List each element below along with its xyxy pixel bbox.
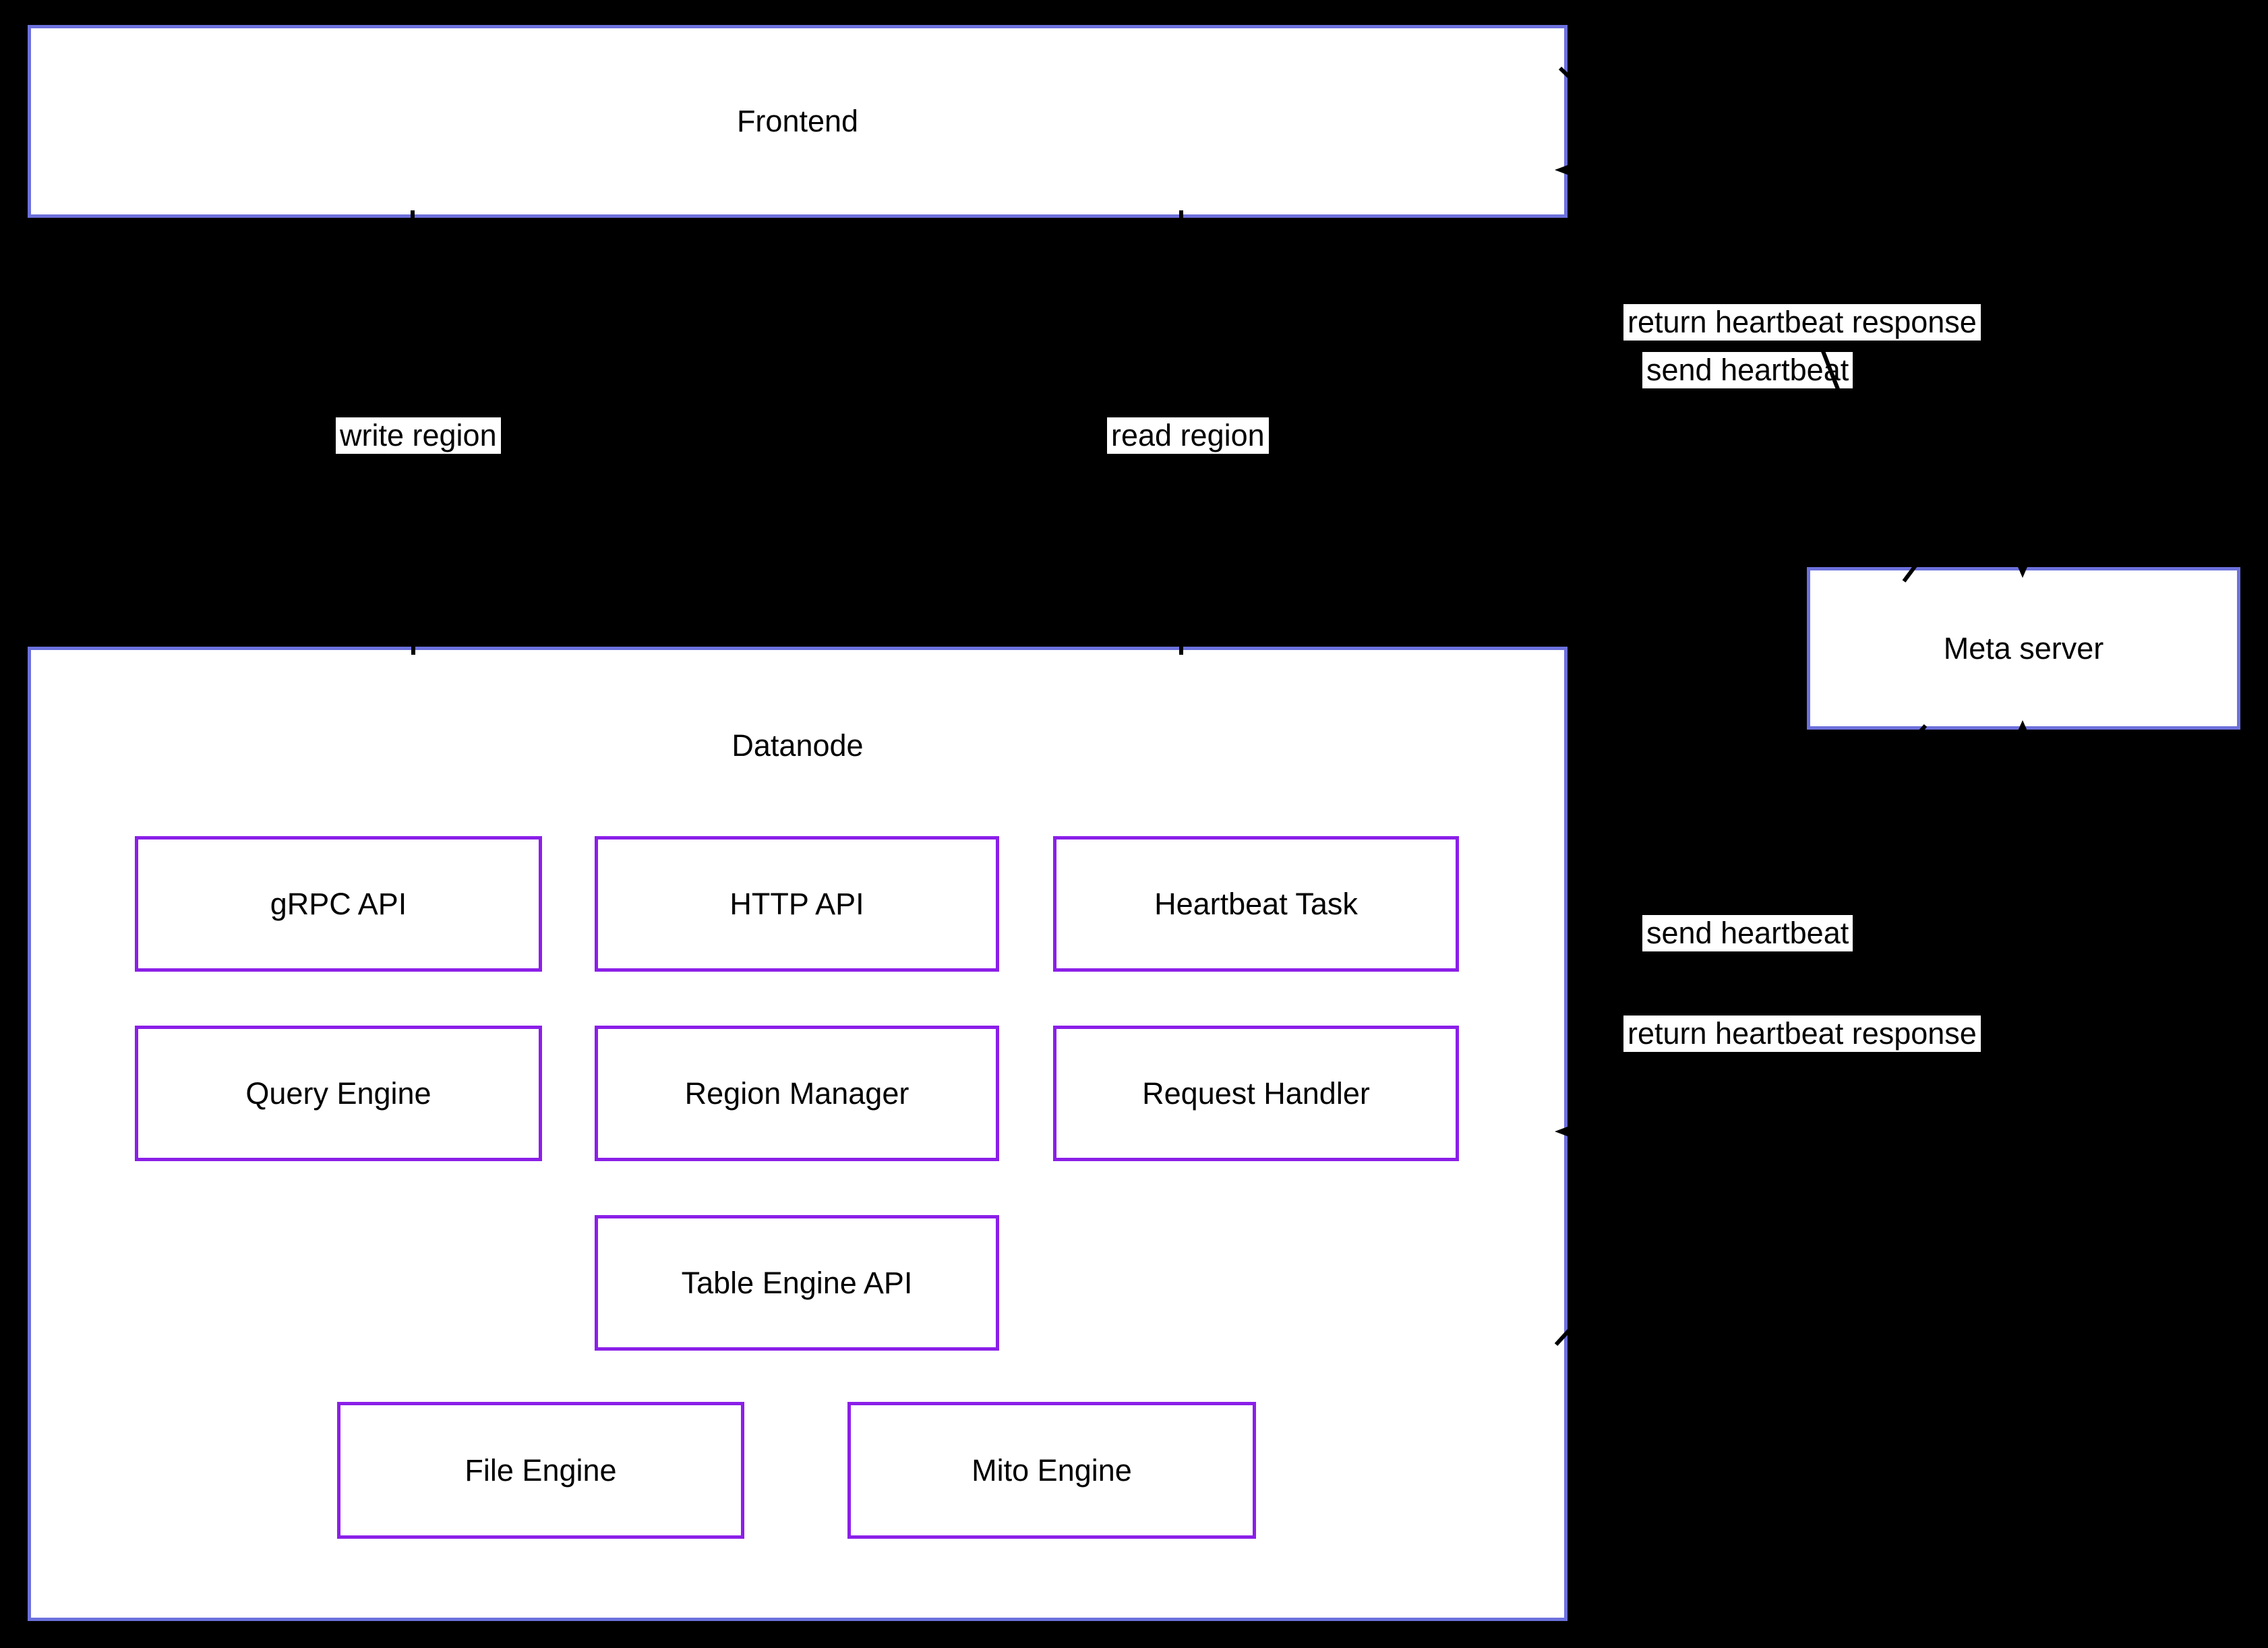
frontend-node: Frontend bbox=[28, 25, 1568, 218]
http-api-box: HTTP API bbox=[595, 836, 999, 972]
request-handler-label: Request Handler bbox=[1142, 1076, 1370, 1111]
meta-server-label: Meta server bbox=[1943, 630, 2104, 666]
edge-label-send-heartbeat-top: send heartbeat bbox=[1642, 352, 1853, 388]
file-engine-label: File Engine bbox=[465, 1452, 617, 1488]
mito-engine-box: Mito Engine bbox=[847, 1402, 1256, 1539]
grpc-api-label: gRPC API bbox=[270, 886, 407, 921]
meta-server-node: Meta server bbox=[1807, 567, 2240, 730]
edge-label-write-region: write region bbox=[336, 417, 501, 454]
table-engine-api-label: Table Engine API bbox=[681, 1265, 913, 1300]
file-engine-box: File Engine bbox=[337, 1402, 744, 1539]
heartbeat-task-box: Heartbeat Task bbox=[1053, 836, 1459, 972]
region-manager-label: Region Manager bbox=[684, 1076, 909, 1111]
query-engine-box: Query Engine bbox=[135, 1026, 542, 1161]
table-engine-api-box: Table Engine API bbox=[595, 1215, 999, 1351]
http-api-label: HTTP API bbox=[729, 886, 864, 921]
edge-label-return-heartbeat-top: return heartbeat response bbox=[1623, 304, 1981, 341]
mito-engine-label: Mito Engine bbox=[972, 1452, 1132, 1488]
request-handler-box: Request Handler bbox=[1053, 1026, 1459, 1161]
grpc-api-box: gRPC API bbox=[135, 836, 542, 972]
datanode-label: Datanode bbox=[732, 728, 864, 763]
edge-label-send-heartbeat-bottom: send heartbeat bbox=[1642, 915, 1853, 951]
region-manager-box: Region Manager bbox=[595, 1026, 999, 1161]
edge-label-read-region: read region bbox=[1107, 417, 1269, 454]
edge-label-return-heartbeat-bottom: return heartbeat response bbox=[1623, 1016, 1981, 1052]
heartbeat-task-label: Heartbeat Task bbox=[1154, 886, 1358, 921]
frontend-label: Frontend bbox=[736, 104, 859, 138]
query-engine-label: Query Engine bbox=[245, 1076, 431, 1111]
